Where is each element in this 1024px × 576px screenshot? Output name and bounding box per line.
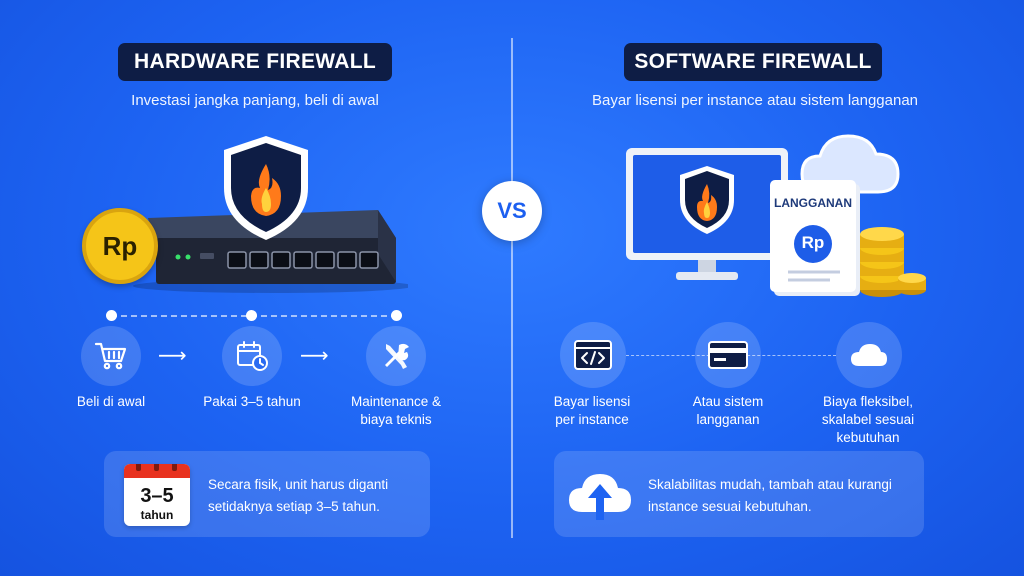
coin-label: Rp <box>102 230 138 261</box>
calendar-clock-icon <box>237 341 268 371</box>
step-maintenance-circle <box>366 326 426 386</box>
calendar-unit: tahun <box>140 508 174 522</box>
software-subtitle: Bayar lisensi per instance atau sistem l… <box>591 92 919 109</box>
arrow-icon: ⟶ <box>300 345 329 367</box>
step-license-label: Bayar lisensi per instance <box>553 394 631 427</box>
step-use-circle <box>222 326 282 386</box>
coin-stack-icon <box>860 227 926 297</box>
calendar-icon: 3–5 tahun <box>124 464 190 526</box>
software-illustration <box>626 134 926 297</box>
vs-badge: VS <box>482 181 542 241</box>
hardware-illustration <box>133 136 408 293</box>
credit-card-icon <box>708 341 748 369</box>
hardware-subtitle: Investasi jangka panjang, beli di awal <box>131 92 379 109</box>
shield-icon <box>680 166 734 234</box>
software-title: SOFTWARE FIREWALL <box>624 43 882 81</box>
arrow-icon: ⟶ <box>158 345 187 367</box>
cloud-upload-icon <box>569 474 631 520</box>
step-flexible-label: Biaya fleksibel, skalabel sesuai kebutuh… <box>821 394 915 445</box>
hardware-title: HARDWARE FIREWALL <box>118 43 392 81</box>
cart-icon <box>94 342 127 370</box>
step-flexible-circle <box>836 322 902 388</box>
software-note-text: Skalabilitas mudah, tambah atau kurangi … <box>648 477 892 514</box>
step-license-circle <box>560 322 626 388</box>
step-buy-circle <box>81 326 141 386</box>
hardware-note-text: Secara fisik, unit harus diganti setidak… <box>208 477 389 514</box>
card-coin-label: Rp <box>801 233 825 252</box>
code-icon <box>574 340 612 370</box>
step-subscription-circle <box>695 322 761 388</box>
timeline-dot <box>106 310 117 321</box>
card-title: LANGGANAN <box>774 196 852 210</box>
cloud-icon <box>800 134 900 194</box>
cloud-icon <box>851 344 887 366</box>
step-buy-label: Beli di awal <box>76 394 146 409</box>
timeline-dot <box>246 310 257 321</box>
calendar-value: 3–5 <box>140 485 174 507</box>
coin-icon: Rp <box>82 208 158 284</box>
tools-icon <box>385 343 409 369</box>
step-maintenance-label: Maintenance & biaya teknis <box>350 394 442 427</box>
step-subscription-label: Atau sistem langganan <box>692 394 764 427</box>
subscription-card <box>770 180 860 296</box>
step-use-label: Pakai 3–5 tahun <box>203 394 301 409</box>
timeline-dot <box>391 310 402 321</box>
shield-icon <box>224 136 308 240</box>
center-divider <box>511 38 513 538</box>
